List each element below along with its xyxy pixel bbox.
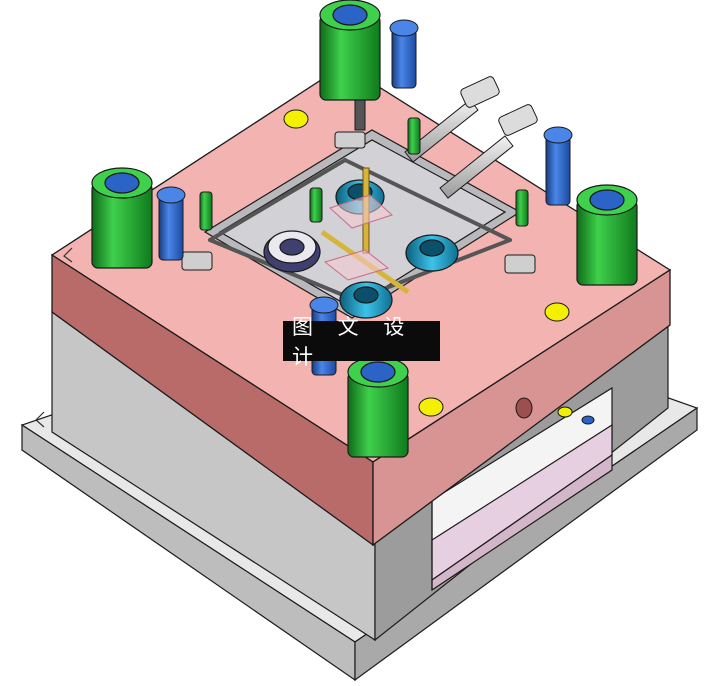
ejector-pin-blue [581,415,595,425]
ejector-pin-yellow [557,406,573,418]
core-insert-bottom [339,281,393,319]
side-port-hole [515,397,533,419]
core-insert-left [263,230,321,273]
core-insert-right [405,234,459,272]
runner-system [320,167,410,295]
guide-bushings [91,0,638,458]
ejector-housing [51,310,669,642]
datum-corner-marks [35,247,73,428]
watermark-label: 图 文 设 计 [283,315,440,369]
angled-pins [404,76,538,199]
interlock-blocks [181,131,536,274]
yellow-markers [283,109,570,417]
